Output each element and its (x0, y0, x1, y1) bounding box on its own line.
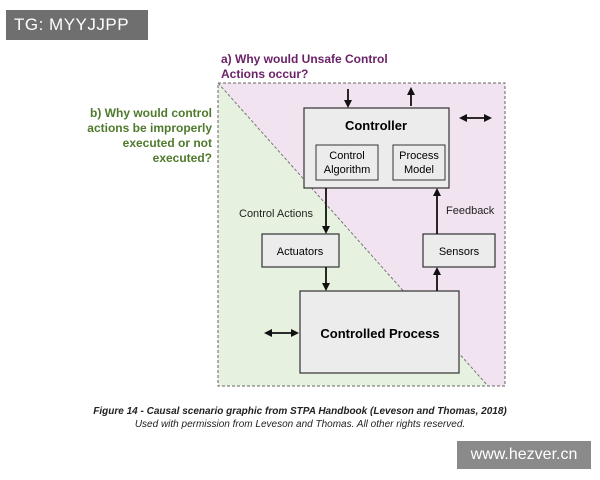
actuators-box (261, 233, 340, 268)
controlled-process-label: Controlled Process (320, 326, 439, 341)
process-model-box (392, 144, 446, 181)
process-model-label-1: Process (399, 150, 439, 162)
diagonal-divider (217, 82, 489, 387)
sensors-label: Sensors (439, 246, 480, 258)
channel-tag: TG: MYYJJPP (6, 10, 148, 40)
question-a: a) Why would Unsafe Control Actions occu… (221, 52, 388, 81)
actuators-label: Actuators (277, 246, 324, 258)
control-actions-label: Control Actions (239, 208, 313, 220)
feedback-label: Feedback (446, 205, 495, 217)
controlled-process-box (299, 290, 460, 374)
figure-credit: Used with permission from Leveson and Th… (134, 419, 466, 430)
control-algorithm-label-1: Control (329, 150, 364, 162)
process-model-label-2: Model (404, 164, 434, 176)
controller-title: Controller (345, 118, 407, 133)
control-algorithm-box (315, 144, 379, 181)
site-watermark: www.hezver.cn (457, 441, 591, 469)
sensors-box (422, 233, 496, 268)
figure-caption: Figure 14 - Causal scenario graphic from… (93, 406, 507, 417)
question-b: b) Why would control actions be improper… (87, 106, 212, 165)
control-algorithm-label-2: Algorithm (324, 164, 370, 176)
